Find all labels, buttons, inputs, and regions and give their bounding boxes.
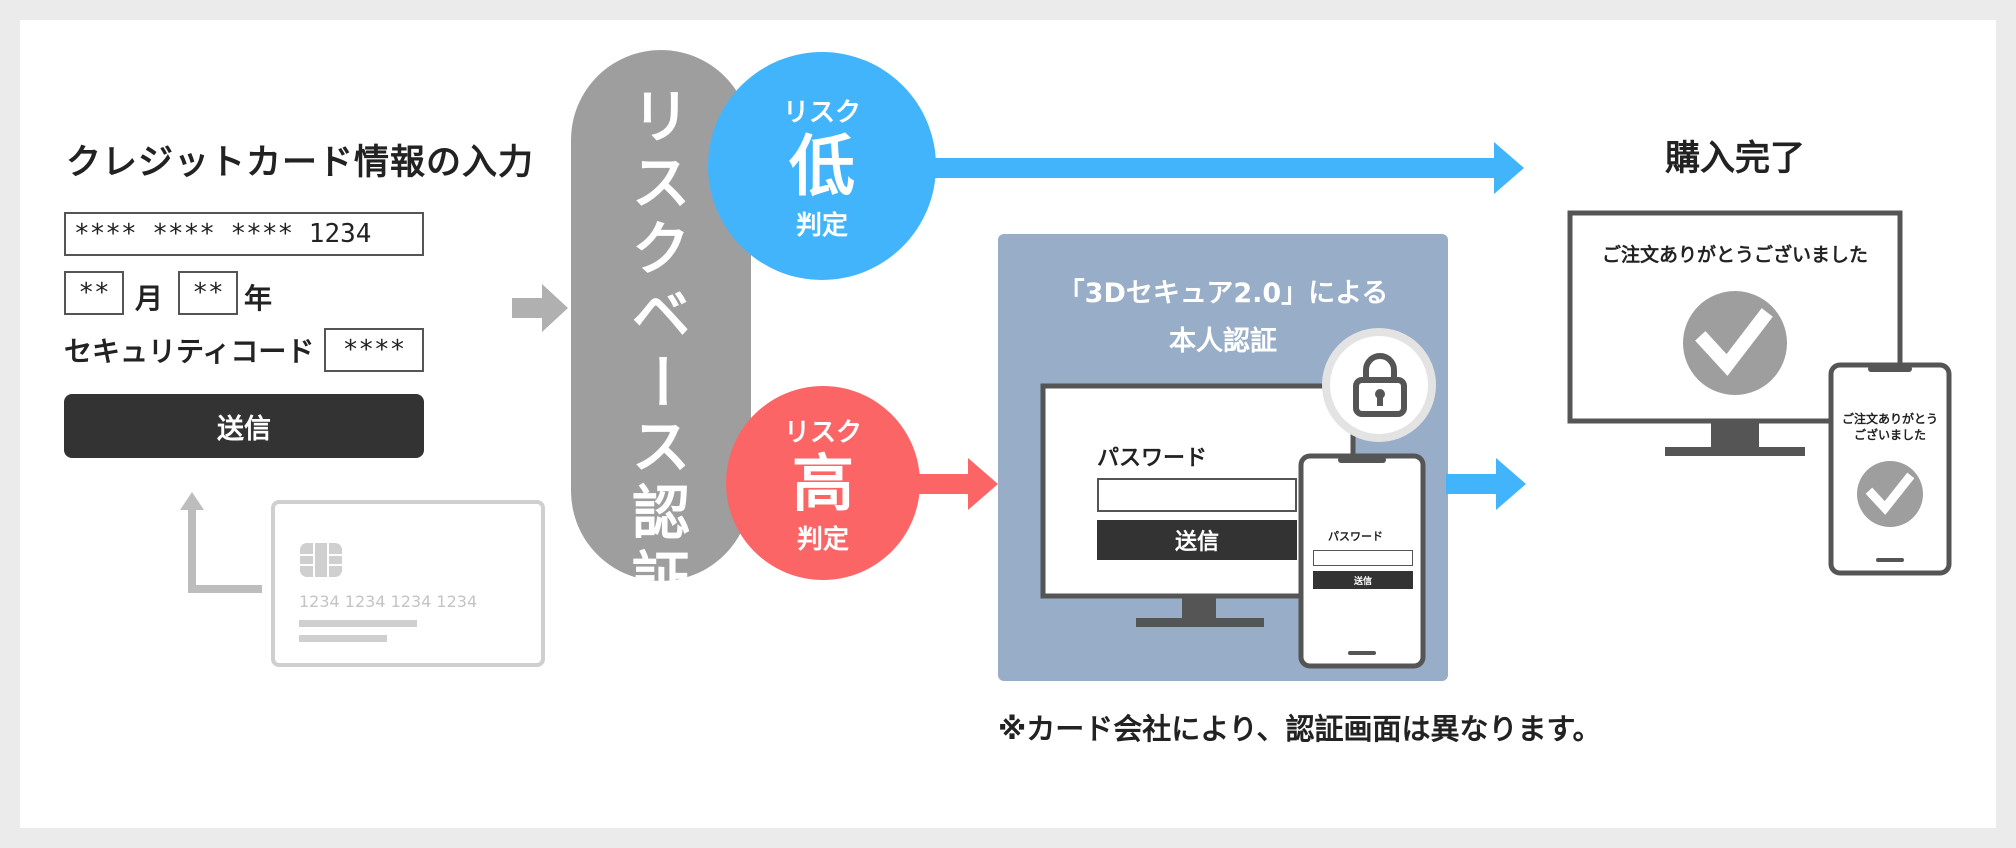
lock-badge — [1322, 328, 1436, 442]
card-line — [299, 635, 387, 642]
card-to-form-arrow-icon — [180, 492, 262, 593]
auth-password-input[interactable] — [1097, 478, 1297, 512]
lock-icon — [1353, 353, 1407, 417]
auth-submit-button[interactable]: 送信 — [1097, 520, 1297, 560]
3d-secure-title: 「3Dセキュア2.0」による 本人認証 — [998, 270, 1448, 366]
submit-button[interactable]: 送信 — [64, 394, 424, 458]
complete-phone-icon — [1828, 362, 1952, 576]
low-risk-bottom: 判定 — [795, 211, 848, 241]
high-risk-top: リスク — [783, 418, 862, 448]
credit-card-illustration: 1234 1234 1234 1234 — [271, 500, 545, 667]
purchase-complete-title: 購入完了 — [1665, 139, 1806, 179]
auth-password-label: パスワード — [1097, 446, 1208, 471]
high-risk-arrow-icon — [918, 458, 998, 510]
gray-arrow-icon — [512, 284, 568, 332]
year-field[interactable]: ** — [178, 271, 238, 315]
security-code-label: セキュリティコード — [64, 335, 315, 368]
security-code-field[interactable]: **** — [324, 328, 424, 372]
complete-phone-message-line1: ご注文ありがとう — [1841, 412, 1938, 426]
complete-monitor-message: ご注文ありがとうございました — [1601, 244, 1868, 266]
risk-based-auth-title-text: リスクベース認証 — [627, 83, 695, 613]
form-title: クレジットカード情報の入力 — [66, 143, 535, 183]
card-chip-icon — [300, 543, 342, 577]
card-number-text: 1234 1234 1234 1234 — [299, 592, 478, 611]
phone-password-input[interactable] — [1313, 550, 1413, 566]
year-label: 年 — [244, 282, 273, 315]
phone-password-label: パスワード — [1328, 530, 1383, 543]
note-text: ※カード会社により、認証画面は異なります。 — [998, 712, 1602, 746]
month-field[interactable]: ** — [64, 271, 124, 315]
card-line — [299, 620, 417, 627]
3d-secure-title-line2: 本人認証 — [1169, 326, 1277, 357]
high-risk-bottom: 判定 — [796, 525, 849, 555]
month-label: 月 — [135, 282, 164, 315]
low-risk-top: リスク — [782, 98, 861, 128]
phone-submit-button[interactable]: 送信 — [1313, 571, 1413, 589]
3d-secure-title-line1: 「3Dセキュア2.0」による — [1057, 278, 1389, 309]
complete-phone-message: ご注文ありがとう ございました — [1828, 411, 1952, 443]
auth-success-arrow-icon — [1446, 458, 1526, 510]
card-number-field[interactable]: **** **** **** 1234 — [64, 212, 424, 256]
low-risk-level: 低 — [789, 128, 855, 205]
low-risk-arrow-icon — [934, 142, 1524, 194]
high-risk-level: 高 — [791, 447, 854, 520]
low-risk-circle: リスク 低 判定 — [708, 52, 936, 280]
complete-phone-message-line2: ございました — [1853, 428, 1926, 442]
high-risk-circle: リスク 高 判定 — [726, 386, 920, 580]
risk-based-auth-title: リスクベース認証 — [571, 84, 751, 612]
